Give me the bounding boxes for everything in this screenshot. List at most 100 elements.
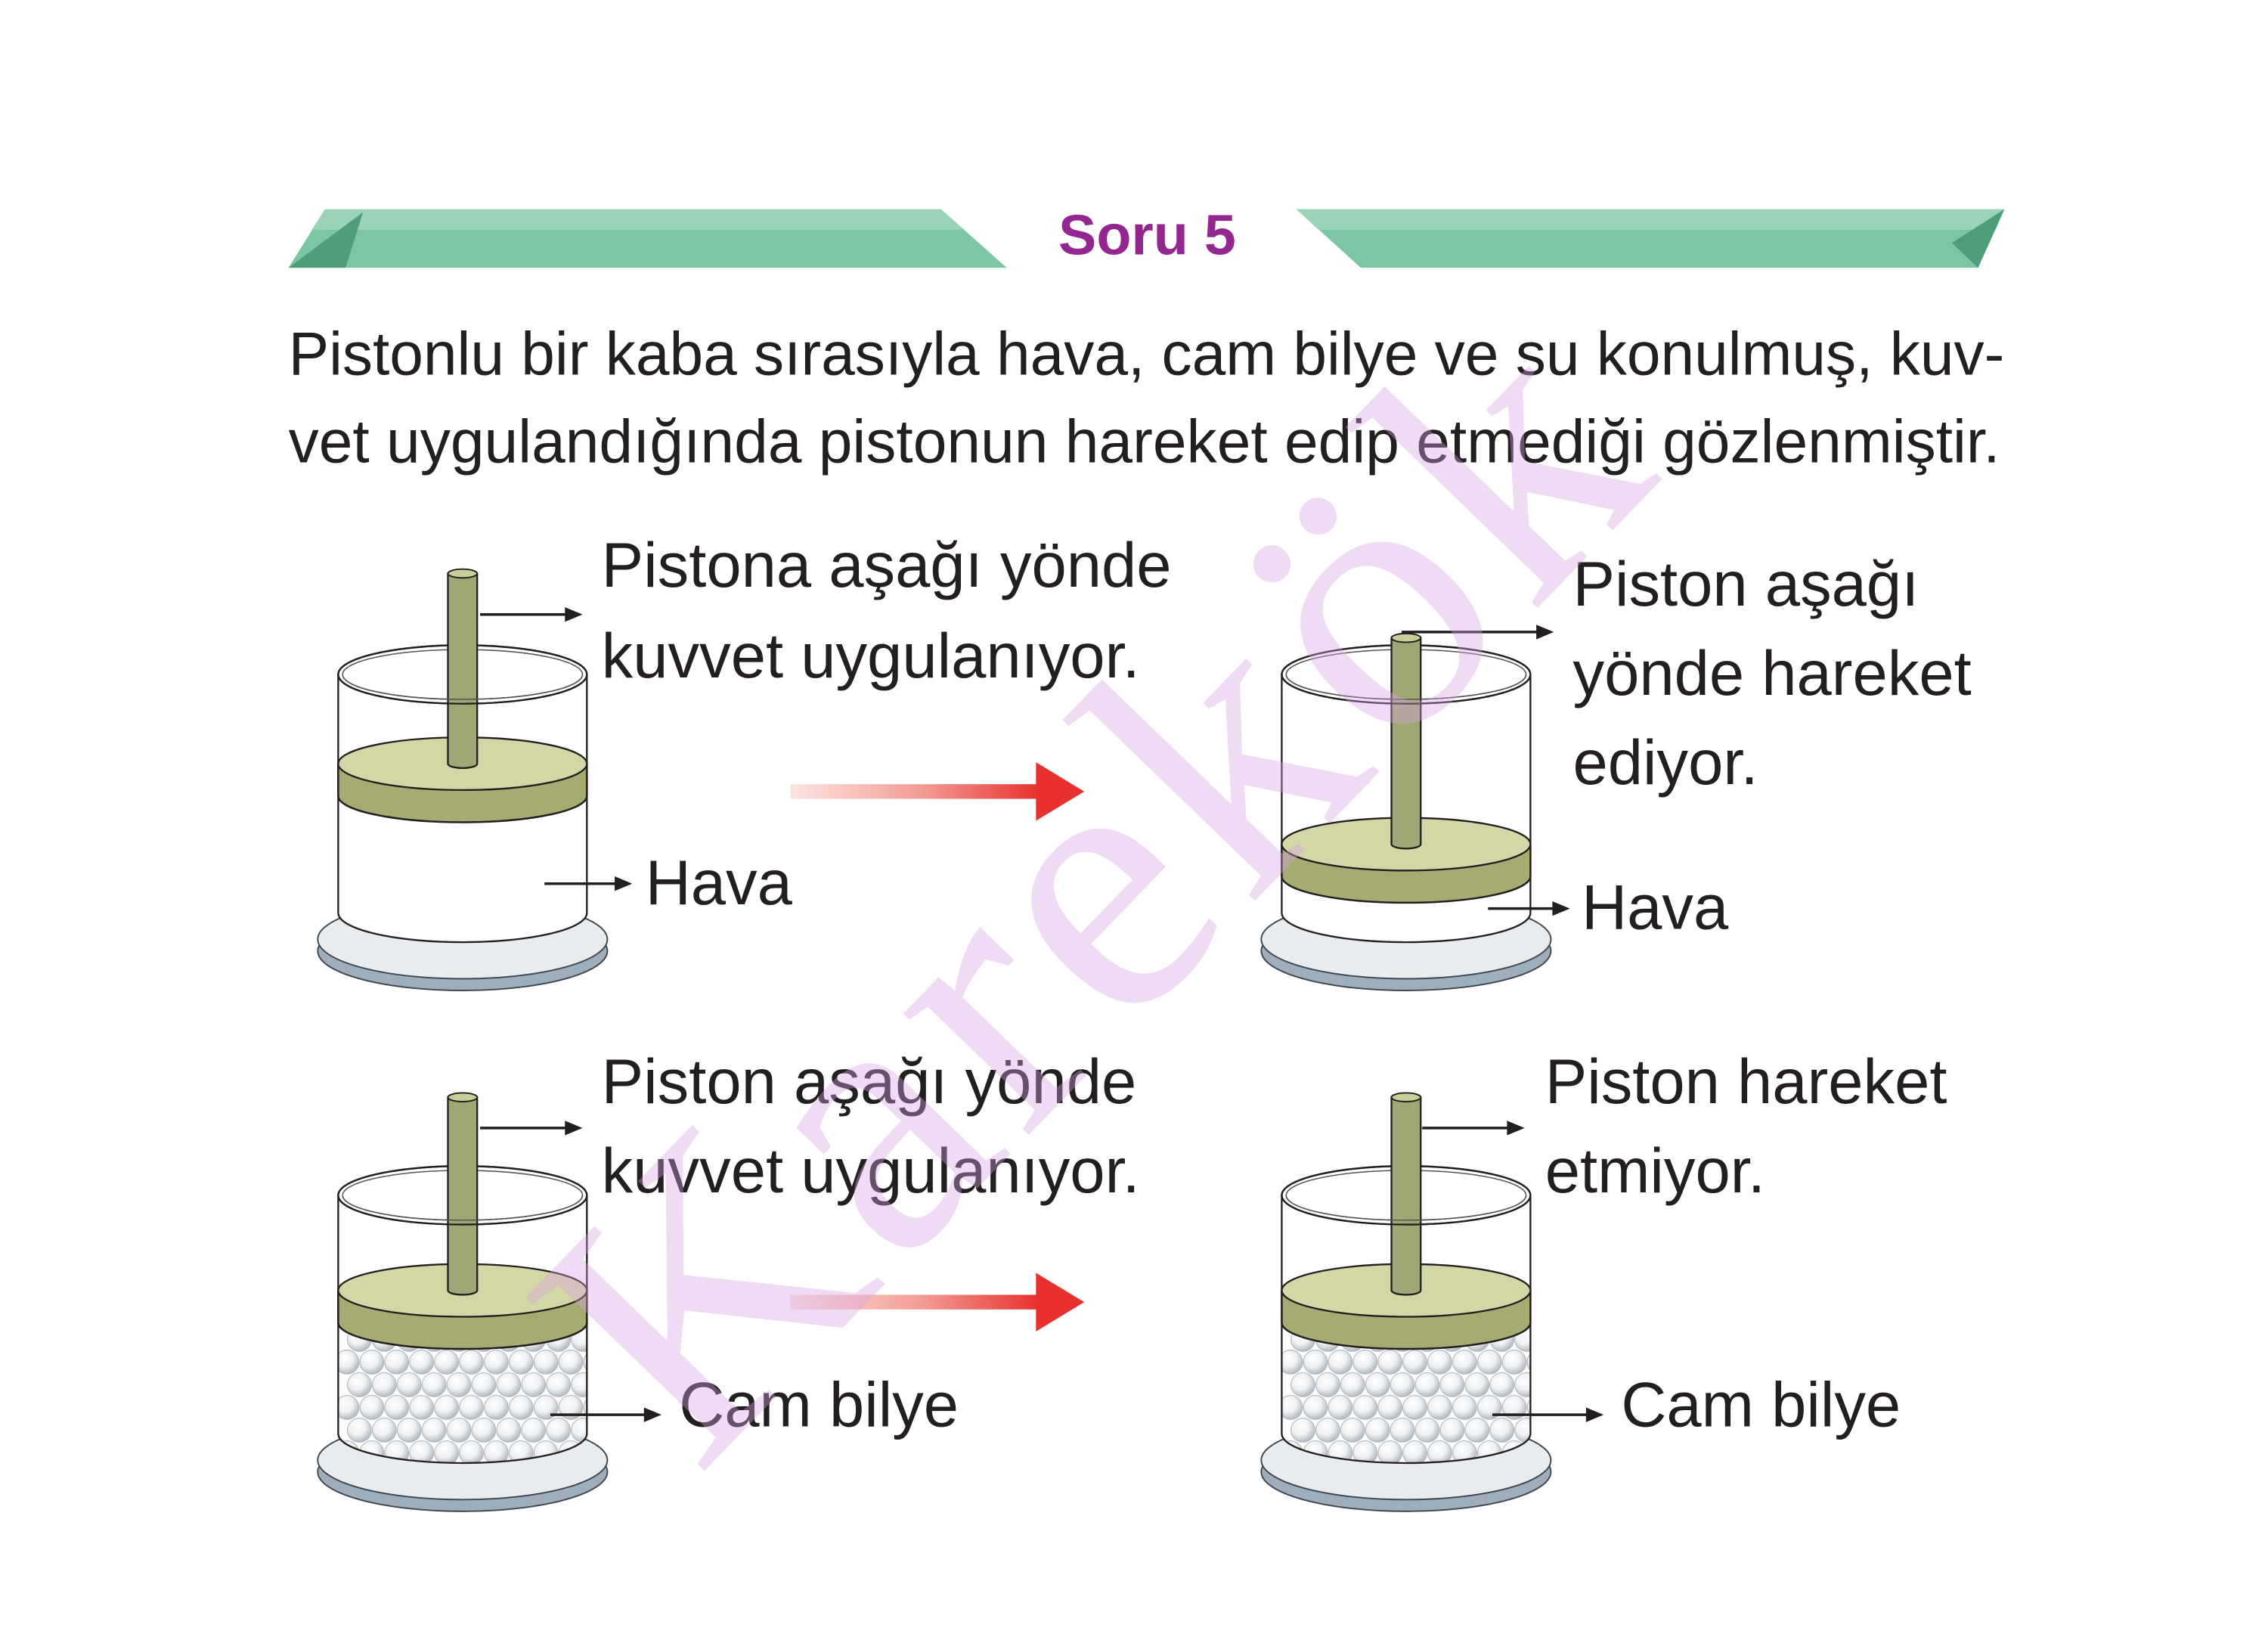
glass-bead — [371, 1372, 397, 1397]
label-line: kuvvet uygulanıyor. — [602, 1136, 1140, 1206]
glass-bead — [409, 1350, 435, 1375]
glass-bead — [1303, 1395, 1328, 1420]
glass-bead — [496, 1418, 522, 1443]
question-number-title: Soru 5 — [1058, 203, 1236, 267]
glass-bead — [571, 1372, 587, 1397]
pointer-arrowhead — [565, 1121, 583, 1136]
piston-rod-top — [447, 568, 479, 579]
label-line: yönde hareket — [1572, 638, 1971, 708]
experiment-beads-before-label: Piston aşağı yönde kuvvet uygulanıyor. — [602, 1046, 1140, 1206]
glass-bead — [421, 1372, 447, 1397]
glass-bead — [1526, 1350, 1531, 1375]
piston-rod-top — [1390, 1092, 1422, 1103]
glass-bead — [533, 1350, 559, 1375]
piston-rod — [447, 1096, 479, 1296]
push-arrow-shaft — [790, 784, 1043, 799]
glass-bead — [1328, 1395, 1353, 1420]
push-arrow-shaft — [790, 1294, 1043, 1310]
glass-bead — [371, 1418, 397, 1443]
glass-bead — [1489, 1372, 1515, 1397]
piston-rod — [1390, 1096, 1422, 1296]
pointer-arrowhead — [1536, 625, 1554, 640]
pointer-piston-beads-before — [480, 1121, 583, 1136]
glass-bead — [1377, 1440, 1403, 1463]
banner-right-highlight — [1296, 209, 2005, 230]
glass-bead — [496, 1372, 522, 1397]
glass-bead — [1414, 1372, 1440, 1397]
cylinder-rim-front-inner — [1285, 674, 1527, 700]
glass-bead — [338, 1350, 360, 1375]
experiment-air-after-label: Piston aşağı yönde hareket ediyor. — [1572, 549, 1971, 798]
glass-bead — [558, 1350, 584, 1375]
experiment-beads-after-label: Piston hareket etmiyor. — [1545, 1046, 1947, 1206]
cylinder-rim-front — [337, 674, 588, 705]
glass-bead — [434, 1440, 459, 1463]
glass-bead — [521, 1418, 547, 1443]
glass-bead — [434, 1350, 459, 1375]
title-banner-left — [288, 209, 1007, 268]
glass-bead — [359, 1350, 385, 1375]
cylinder-rim-front-inner — [1285, 1195, 1527, 1221]
glass-bead — [1365, 1418, 1390, 1443]
pointer-air-after — [1488, 901, 1570, 916]
cylinder-air-before — [317, 568, 609, 991]
pointer-piston-air-after — [1402, 625, 1554, 640]
piston-rod — [1390, 637, 1422, 850]
cylinder-rim-front-inner — [342, 1195, 584, 1221]
glass-bead — [446, 1418, 472, 1443]
glass-bead — [1464, 1418, 1490, 1443]
contents-label-beads-before: Cam bilye — [679, 1370, 959, 1440]
contents-label-air-after: Hava — [1582, 873, 1729, 943]
push-arrow-head — [1036, 1273, 1085, 1331]
glass-bead — [1402, 1350, 1427, 1375]
title-banner-right — [1296, 209, 2005, 268]
glass-bead — [1452, 1395, 1477, 1420]
glass-bead — [546, 1372, 572, 1397]
piston-rod-top — [447, 1092, 479, 1103]
contents-label-air-before: Hava — [646, 848, 793, 918]
cylinder-air-after — [1260, 632, 1552, 991]
question-text-line-1: Pistonlu bir kaba sırasıyla hava, cam bi… — [289, 320, 2005, 388]
glass-bead — [346, 1372, 372, 1397]
glass-bead — [508, 1395, 534, 1420]
glass-bead — [1352, 1440, 1378, 1463]
glass-bead — [1476, 1350, 1502, 1375]
push-arrow-head — [1036, 762, 1085, 821]
glass-bead — [1452, 1350, 1477, 1375]
glass-bead — [1281, 1350, 1303, 1375]
glass-bead — [583, 1350, 587, 1375]
glass-bead — [396, 1418, 422, 1443]
glass-bead — [1390, 1418, 1415, 1443]
label-line: Piston aşağı yönde — [602, 1046, 1137, 1117]
label-line: Pistona aşağı yönde — [602, 530, 1172, 600]
glass-bead — [396, 1372, 422, 1397]
glass-bead — [1290, 1372, 1315, 1397]
glass-bead — [1464, 1372, 1490, 1397]
pointer-arrowhead — [565, 607, 583, 622]
question-text-line-2: vet uygulandığında pistonun hareket edip… — [289, 408, 2000, 476]
pointer-piston-beads-after — [1422, 1121, 1525, 1136]
glass-bead — [1526, 1395, 1531, 1420]
piston-rod-top — [1390, 632, 1422, 643]
glass-bead — [409, 1395, 435, 1420]
pointer-air-before — [544, 876, 633, 891]
glass-bead — [583, 1395, 587, 1420]
glass-bead — [384, 1395, 410, 1420]
contents-label-beads-after: Cam bilye — [1621, 1370, 1901, 1440]
glass-bead — [458, 1350, 484, 1375]
glass-bead — [508, 1350, 534, 1375]
glass-bead — [1427, 1350, 1452, 1375]
glass-bead — [571, 1418, 587, 1443]
glass-bead — [384, 1350, 410, 1375]
glass-bead — [1303, 1350, 1328, 1375]
experiment-air-before-label: Pistona aşağı yönde kuvvet uygulanıyor. — [602, 530, 1172, 691]
glass-bead — [1489, 1418, 1515, 1443]
glass-bead — [546, 1418, 572, 1443]
glass-bead — [1501, 1350, 1527, 1375]
label-line: Piston hareket — [1545, 1046, 1947, 1117]
glass-bead — [471, 1418, 497, 1443]
piston-rod — [447, 572, 479, 770]
cylinder-beads-after — [1260, 1092, 1552, 1512]
pointer-arrowhead — [643, 1407, 662, 1422]
